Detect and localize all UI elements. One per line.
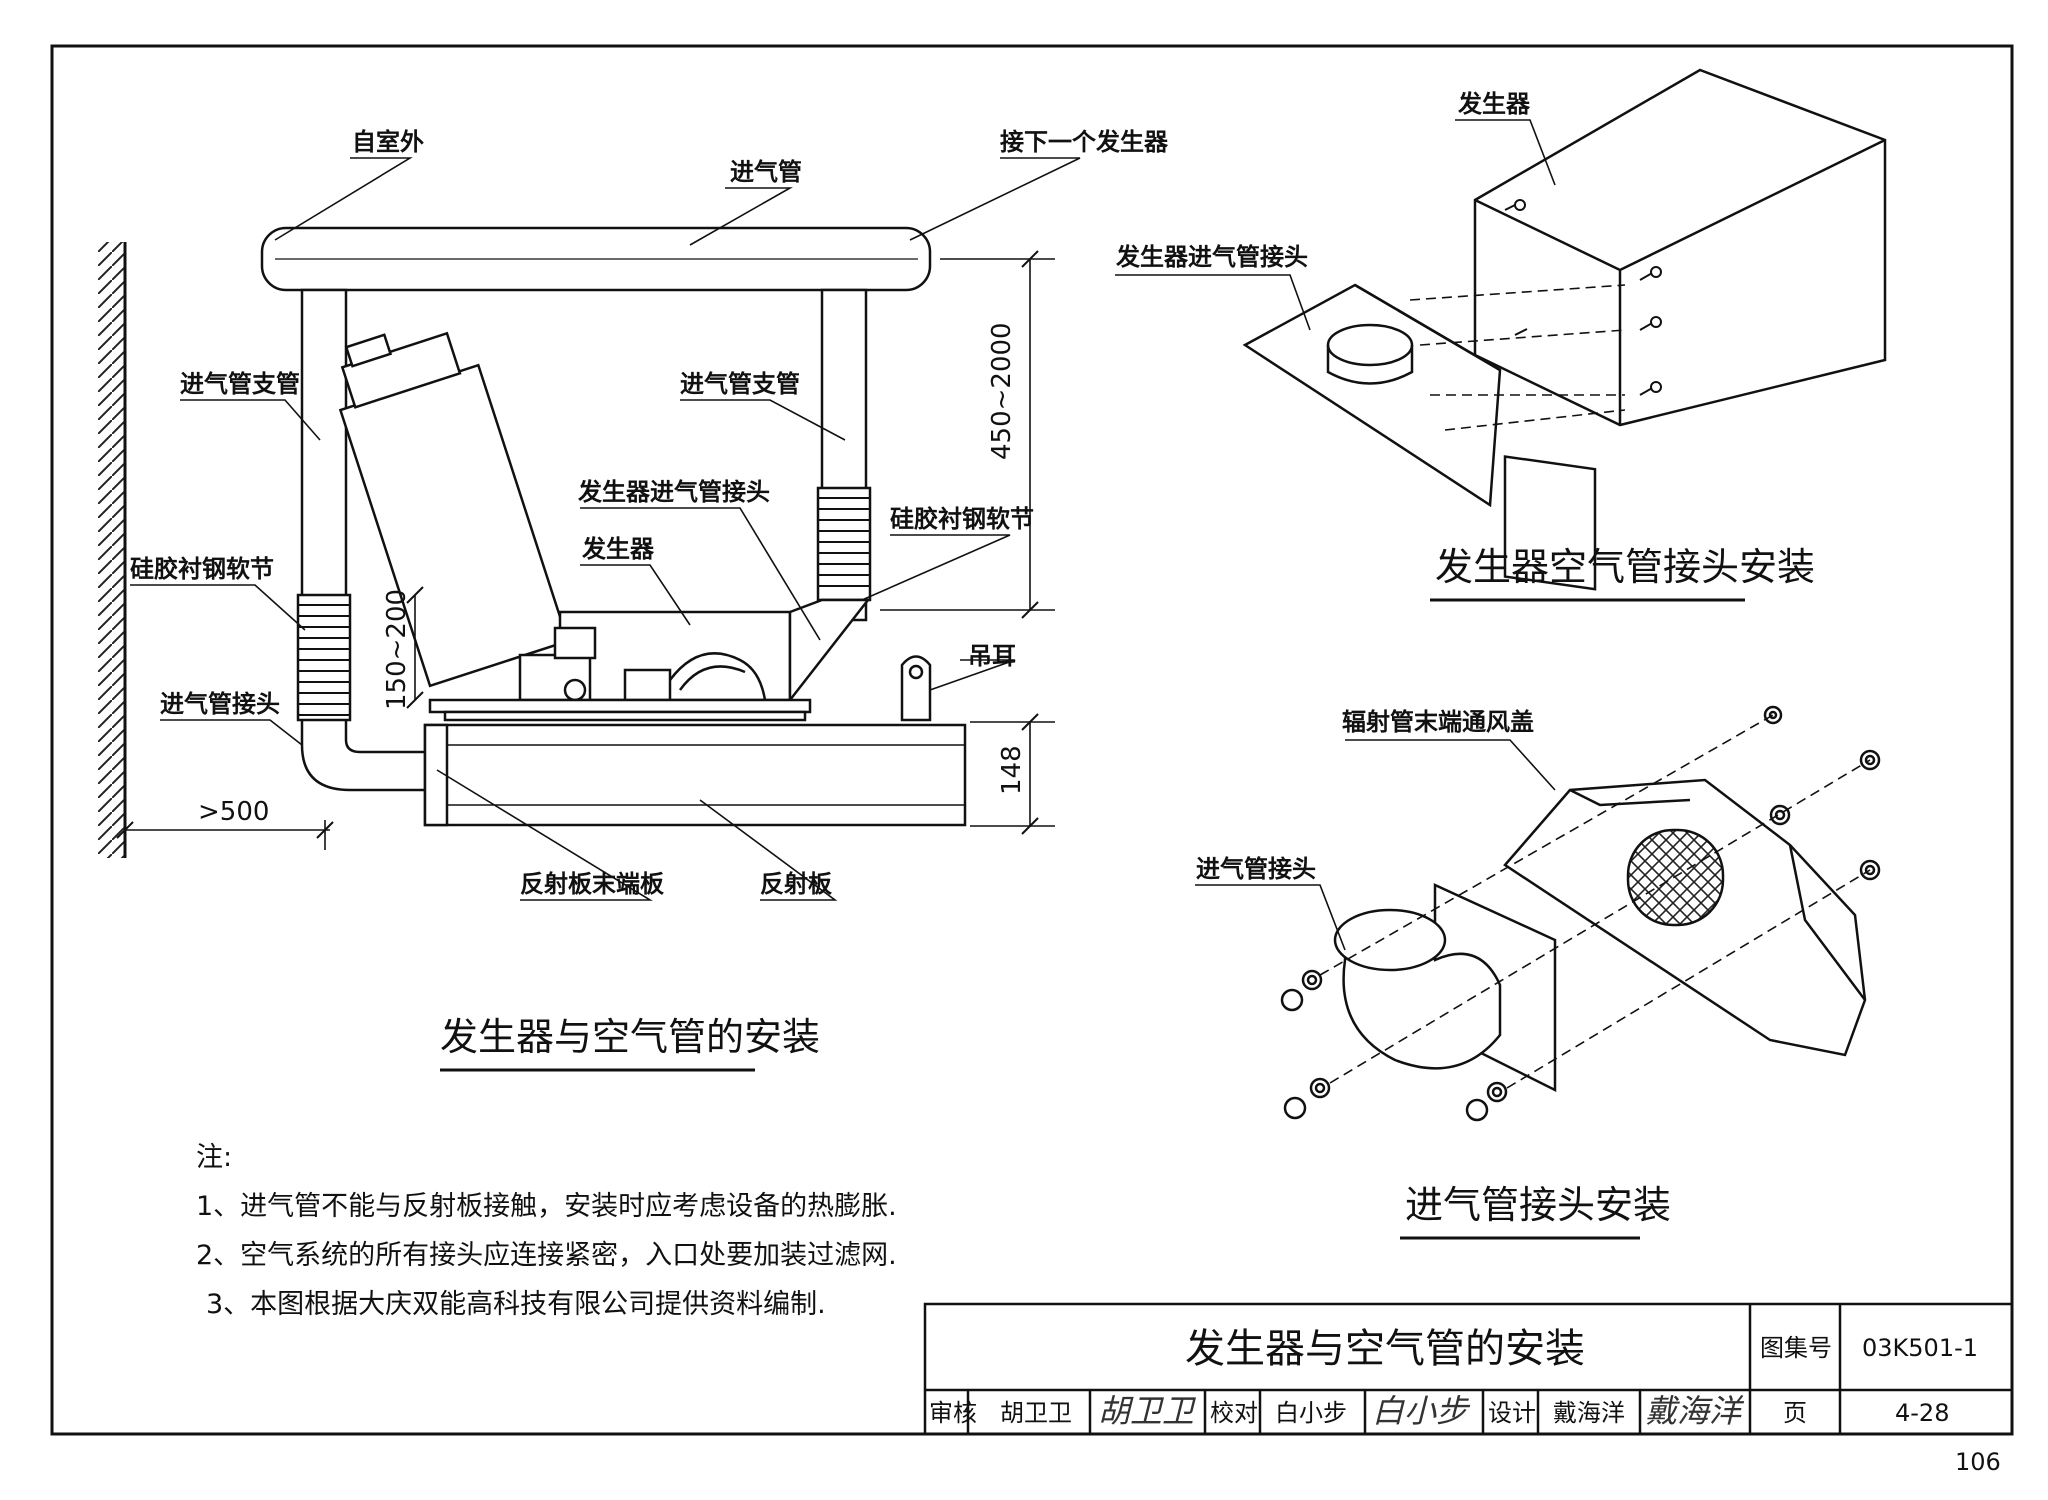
designer-signature: 戴海洋 bbox=[1645, 1392, 1745, 1430]
check-label: 校对 bbox=[1210, 1399, 1258, 1427]
intake-elbow bbox=[300, 720, 425, 792]
dim-reflector-height: 148 bbox=[997, 745, 1027, 795]
label-lifting-lug: 吊耳 bbox=[968, 642, 1016, 670]
vent-grille bbox=[1626, 828, 1725, 927]
wall-hatch bbox=[98, 242, 124, 858]
label-intake-joint: 进气管接头 bbox=[160, 690, 280, 718]
intake-joint-iso bbox=[1195, 705, 1881, 1122]
notes-heading: 注: bbox=[196, 1142, 232, 1173]
generator-air-pipe-elevation bbox=[98, 157, 1081, 901]
connector-ring bbox=[1326, 323, 1414, 367]
generator-air-connector-iso bbox=[1115, 68, 1887, 591]
generator-box bbox=[1473, 68, 1887, 427]
atlas-number: 03K501-1 bbox=[1862, 1334, 1978, 1362]
reflector bbox=[423, 723, 967, 827]
top-right-title: 发生器空气管接头安装 bbox=[1435, 545, 1815, 589]
note-item-3: 3、本图根据大庆双能高科技有限公司提供资料编制. bbox=[206, 1289, 826, 1320]
reviewer-name: 胡卫卫 bbox=[1000, 1399, 1072, 1427]
label-end-cap: 辐射管末端通风盖 bbox=[1342, 708, 1534, 736]
dim-height-range: 450~2000 bbox=[987, 322, 1017, 460]
design-label: 设计 bbox=[1488, 1399, 1536, 1427]
label-reflector: 反射板 bbox=[760, 870, 833, 898]
lifting-lug bbox=[900, 655, 932, 722]
flex-joint-left bbox=[296, 593, 352, 722]
branch-pipe-right bbox=[820, 288, 868, 492]
label-reflector-end: 反射板末端板 bbox=[520, 870, 665, 898]
dim-wall-clearance: >500 bbox=[198, 797, 269, 827]
label-branch-right: 进气管支管 bbox=[680, 370, 800, 398]
left-view-title: 发生器与空气管的安装 bbox=[440, 1015, 820, 1059]
note-item-1: 1、进气管不能与反射板接触，安装时应考虑设备的热膨胀. bbox=[196, 1191, 897, 1222]
atlas-label: 图集号 bbox=[1760, 1334, 1832, 1362]
bolt-icon bbox=[1280, 705, 1881, 1122]
branch-pipe-left bbox=[300, 288, 348, 602]
page-number: 106 bbox=[1955, 1448, 2001, 1476]
label-to-next-generator: 接下一个发生器 bbox=[1000, 128, 1169, 156]
checker-signature: 白小步 bbox=[1372, 1392, 1471, 1430]
title-block-title: 发生器与空气管的安装 bbox=[1185, 1326, 1585, 1372]
checker-name: 白小步 bbox=[1275, 1399, 1347, 1427]
reflector-end-plate bbox=[423, 723, 449, 827]
page-label: 页 bbox=[1783, 1399, 1807, 1427]
label-intake-pipe: 进气管 bbox=[730, 158, 802, 186]
label-connector-iso: 发生器进气管接头 bbox=[1115, 243, 1308, 271]
label-branch-left: 进气管支管 bbox=[180, 370, 300, 398]
title-block bbox=[923, 1302, 2014, 1436]
page-code: 4-28 bbox=[1895, 1399, 1949, 1427]
bottom-right-title: 进气管接头安装 bbox=[1405, 1183, 1671, 1227]
label-flex-right: 硅胶衬钢软节 bbox=[890, 505, 1034, 533]
label-generator: 发生器 bbox=[581, 535, 655, 563]
dim-gap: 150~200 bbox=[382, 589, 412, 710]
connector-funnel bbox=[1242, 283, 1502, 508]
label-intake-joint-iso: 进气管接头 bbox=[1196, 855, 1316, 883]
designer-name: 戴海洋 bbox=[1553, 1399, 1625, 1427]
label-flex-left: 硅胶衬钢软节 bbox=[130, 555, 274, 583]
note-item-2: 2、空气系统的所有接头应连接紧密，入口处要加装过滤网. bbox=[196, 1240, 897, 1271]
reviewer-signature: 胡卫卫 bbox=[1098, 1392, 1197, 1430]
bolt-icon bbox=[1504, 199, 1662, 396]
generator-body bbox=[338, 331, 570, 688]
label-connector: 发生器进气管接头 bbox=[577, 478, 770, 506]
label-generator-iso: 发生器 bbox=[1457, 90, 1531, 118]
flex-joint-right bbox=[816, 486, 872, 602]
label-from-outdoor: 自室外 bbox=[352, 128, 424, 156]
review-label: 审核 bbox=[929, 1399, 977, 1427]
